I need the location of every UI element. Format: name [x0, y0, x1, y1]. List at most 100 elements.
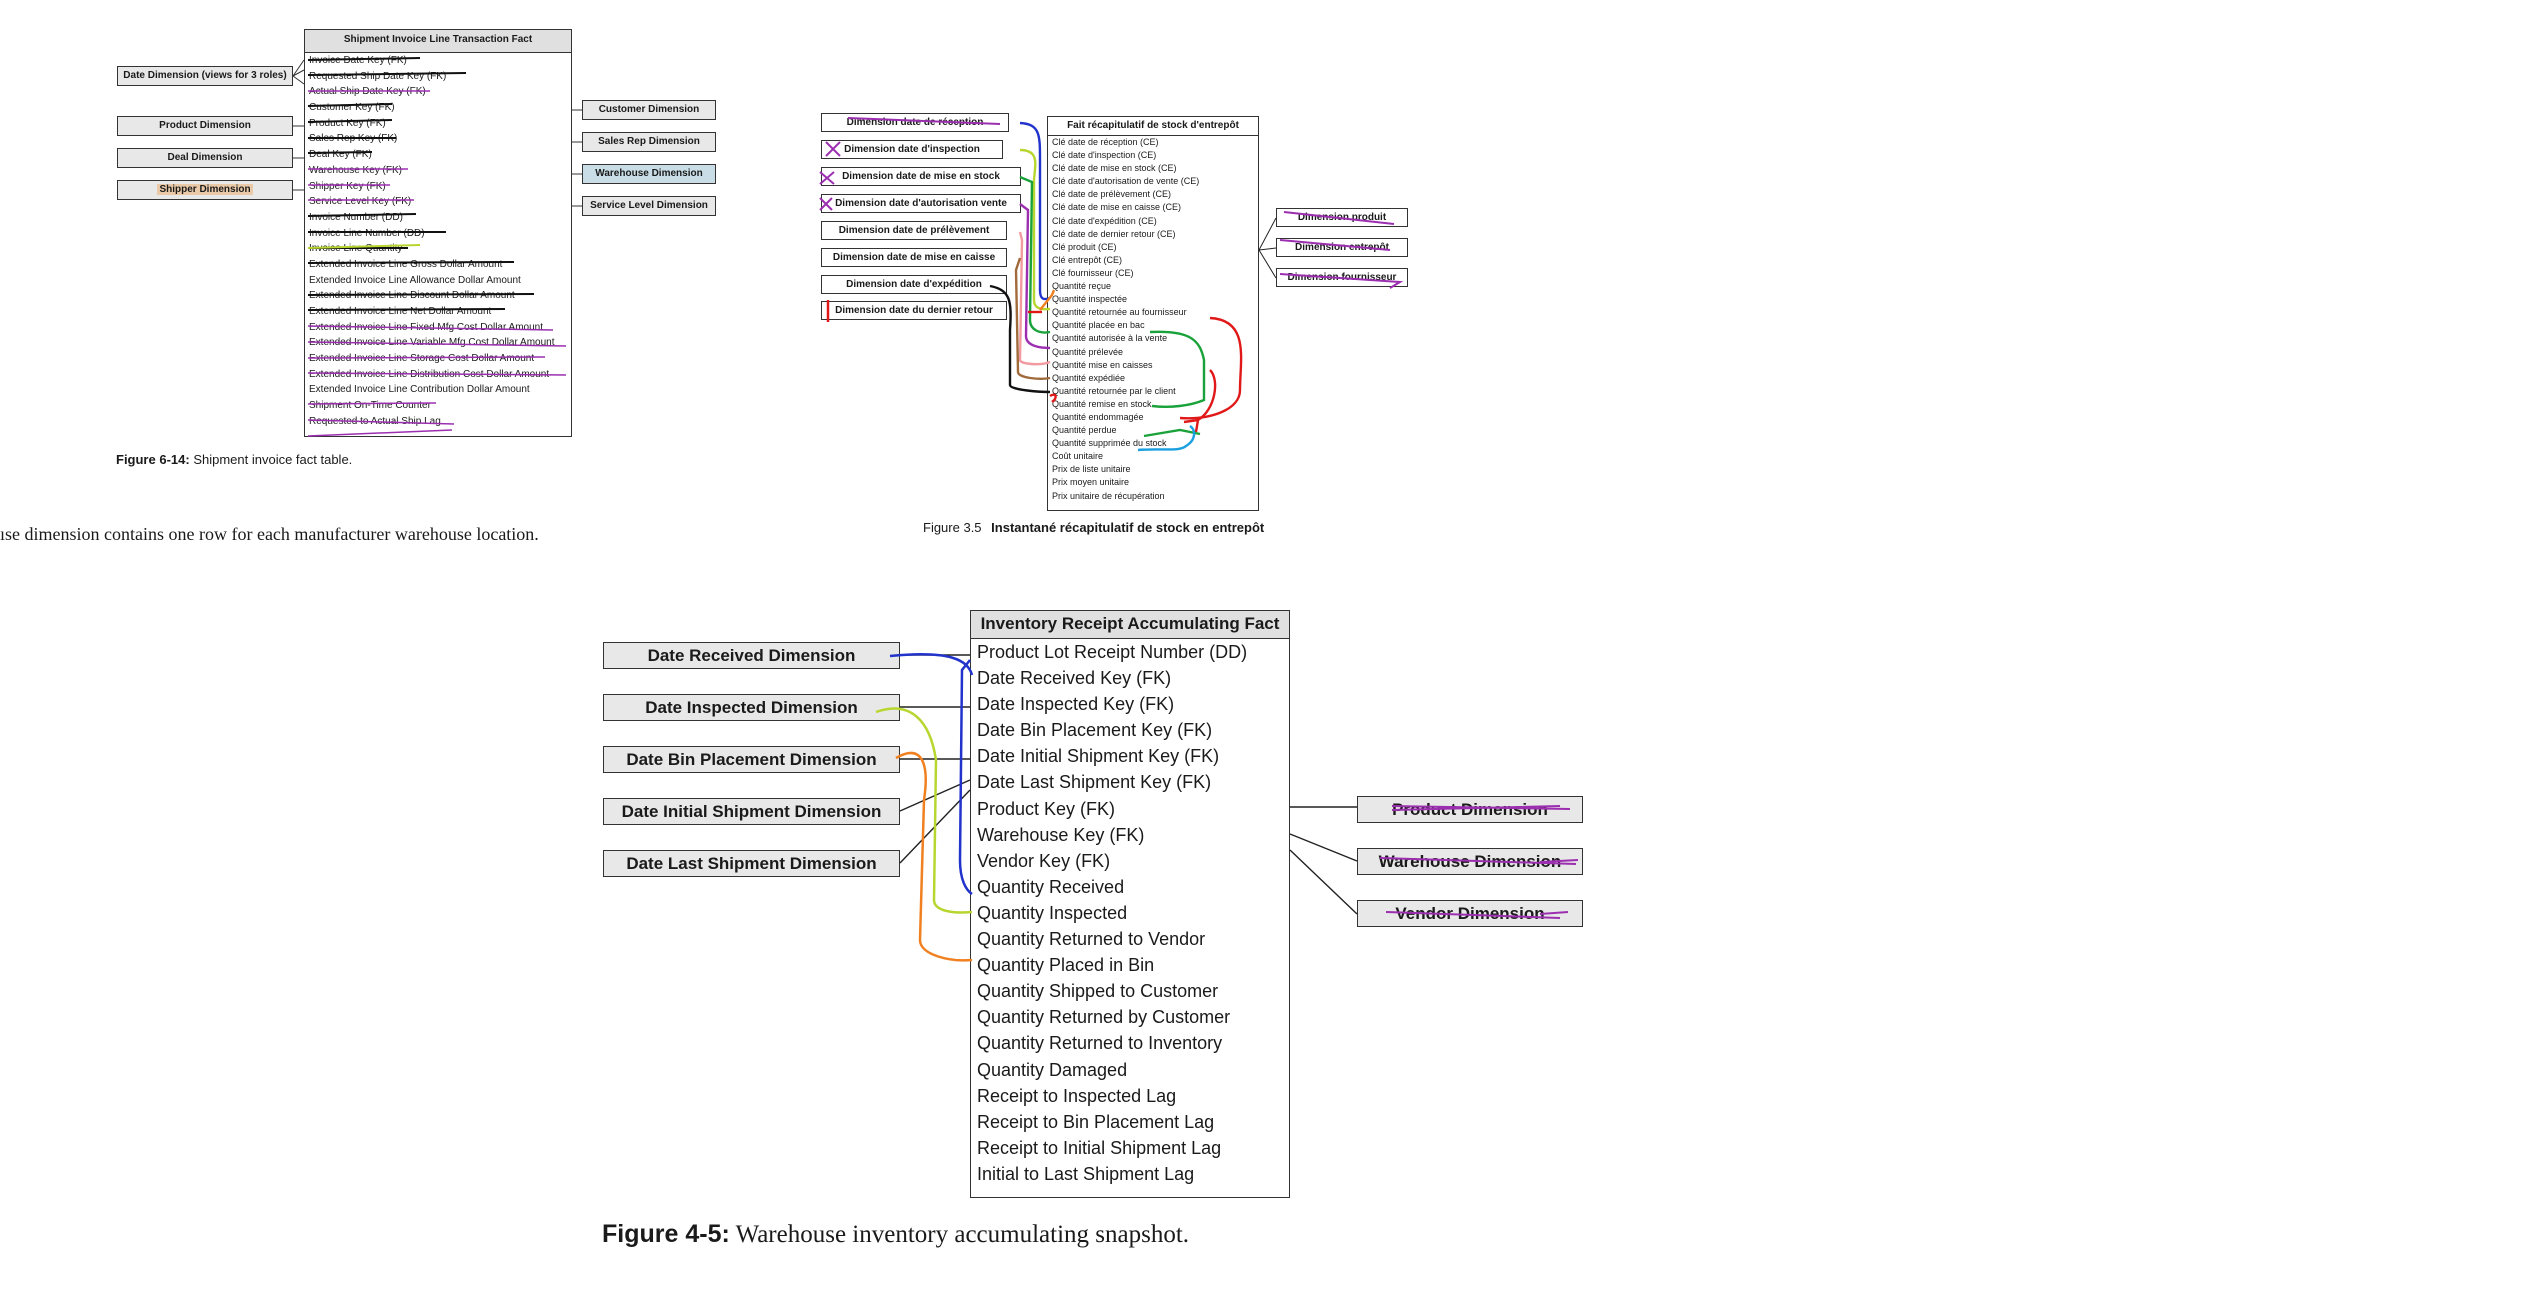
- shipper-dimension-box: Shipper Dimension: [117, 180, 293, 200]
- fait-field-row: Quantité supprimée du stock: [1052, 438, 1167, 449]
- fait-field-row: Clé date de dernier retour (CE): [1052, 228, 1176, 239]
- dimension-produit-box: Dimension produit: [1276, 208, 1408, 227]
- fact-field-row: Receipt to Initial Shipment Lag: [977, 1137, 1222, 1158]
- date-dimension-box: Dimension date du dernier retour: [821, 301, 1007, 320]
- fait-field-row: Quantité inspectée: [1052, 294, 1128, 305]
- customer-dimension-box: Customer Dimension: [582, 100, 716, 120]
- fact-field-row: Date Inspected Key (FK): [977, 694, 1175, 715]
- fait-field-row: Quantité placée en bac: [1052, 320, 1145, 331]
- deal-dimension-box: Deal Dimension: [117, 148, 293, 168]
- fact-field-row: Extended Invoice Line Contribution Dolla…: [309, 384, 530, 396]
- warehouse-link-line: [1289, 833, 1358, 862]
- body-text: ıse dimension contains one row for each …: [0, 524, 539, 544]
- fact-field-row: Sales Rep Key (FK): [309, 133, 398, 145]
- fait-field-row: Prix unitaire de récupération: [1052, 490, 1165, 501]
- figure-3-5-caption: Figure 3.5 Instantané récapitulatif de s…: [923, 520, 1264, 535]
- fact-field-row: Extended Invoice Line Fixed Mfg Cost Dol…: [309, 321, 544, 333]
- fait-rows: Clé date de réception (CE) Clé date d'ins…: [1048, 136, 1258, 503]
- fact-field-row: Invoice Line Quantity: [309, 243, 403, 255]
- initialshipment-link-line: [899, 779, 971, 812]
- inventory-receipt-fact-table: Inventory Receipt Accumulating Fact Prod…: [970, 610, 1290, 1198]
- fact-field-row: Invoice Number (DD): [309, 211, 403, 223]
- fact-field-row: Receipt to Inspected Lag: [977, 1085, 1177, 1106]
- fait-field-row: Prix moyen unitaire: [1052, 477, 1130, 488]
- right-fork-lines: [1258, 217, 1277, 279]
- caption-label: Figure 3.5: [923, 520, 982, 535]
- fact-field-row: Quantity Shipped to Customer: [977, 981, 1219, 1002]
- fact-field-row: Product Key (FK): [309, 117, 386, 129]
- service-level-dimension-box: Service Level Dimension: [582, 196, 716, 216]
- fait-field-row: Quantité endommagée: [1052, 411, 1144, 422]
- fact-field-row: Warehouse Key (FK): [309, 164, 402, 176]
- dimension-fournisseur-box: Dimension fournisseur: [1276, 268, 1408, 287]
- date-dimension-box: Dimension date de mise en caisse: [821, 248, 1007, 267]
- shipment-invoice-fact-table: Shipment Invoice Line Transaction Fact I…: [304, 29, 572, 437]
- fact-field-row: Actual Ship Date Key (FK): [309, 86, 426, 98]
- fact-field-row: Requested Ship Date Key (FK): [309, 70, 447, 82]
- vendor-dimension-box: Vendor Dimension: [1357, 900, 1583, 927]
- fact-field-row: Requested to Actual Ship Lag: [309, 415, 441, 427]
- fact-field-row: Receipt to Bin Placement Lag: [977, 1111, 1215, 1132]
- fait-field-row: Clé date d'expédition (CE): [1052, 215, 1157, 226]
- fact-field-row: Date Initial Shipment Key (FK): [977, 746, 1220, 767]
- fact-table-rows: Invoice Date Key (FK) Requested Ship Date…: [305, 53, 571, 430]
- fait-field-row: Quantité expédiée: [1052, 372, 1126, 383]
- fact-field-row: Quantity Damaged: [977, 1059, 1128, 1080]
- fait-field-row: Clé date d'inspection (CE): [1052, 150, 1157, 161]
- date-dimension-box: Date Dimension (views for 3 roles): [117, 66, 293, 86]
- fact-field-row: Extended Invoice Line Distribution Cost …: [309, 368, 550, 380]
- fact-field-row: Date Bin Placement Key (FK): [977, 720, 1213, 741]
- fact-table-title: Shipment Invoice Line Transaction Fact: [305, 30, 571, 53]
- fact-field-row: Date Last Shipment Key (FK): [977, 772, 1212, 793]
- fact-field-row: Extended Invoice Line Discount Dollar Am…: [309, 290, 515, 302]
- fact-field-row: Product Key (FK): [977, 798, 1116, 819]
- fact-field-row: Shipper Key (FK): [309, 180, 386, 192]
- fait-field-row: Quantité prélevée: [1052, 346, 1124, 357]
- fact-field-row: Extended Invoice Line Net Dollar Amount: [309, 306, 492, 317]
- fait-field-row: Quantité retournée par le client: [1052, 385, 1176, 396]
- fact-field-row: Vendor Key (FK): [977, 850, 1111, 871]
- fait-field-row: Clé date de mise en stock (CE): [1052, 163, 1177, 174]
- fact-field-row: Invoice Date Key (FK): [309, 55, 407, 66]
- fact-field-row: Quantity Received: [977, 876, 1125, 897]
- fait-field-row: Quantité autorisée à la vente: [1052, 333, 1168, 344]
- fact-field-row: Extended Invoice Line Allowance Dollar A…: [309, 274, 521, 286]
- fact-field-row: Date Received Key (FK): [977, 668, 1172, 689]
- vendor-link-line: [1289, 849, 1358, 915]
- fait-field-row: Clé date de prélèvement (CE): [1052, 189, 1172, 200]
- sales-rep-dimension-box: Sales Rep Dimension: [582, 132, 716, 152]
- fait-field-row: Clé entrepôt (CE): [1052, 254, 1123, 265]
- date-dimension-box: Date Last Shipment Dimension: [603, 850, 900, 877]
- fact-field-row: Warehouse Key (FK): [977, 824, 1145, 845]
- fait-field-row: Coût unitaire: [1052, 451, 1104, 462]
- fact-field-row: Extended Invoice Line Storage Cost Dolla…: [309, 353, 535, 365]
- fact-field-row: Quantity Placed in Bin: [977, 955, 1155, 976]
- caption-text: Instantané récapitulatif de stock en ent…: [991, 520, 1265, 535]
- fact-field-row: Quantity Returned to Inventory: [977, 1033, 1223, 1054]
- fact-field-row: Quantity Returned to Vendor: [977, 929, 1206, 950]
- caption-text: Shipment invoice fact table.: [193, 452, 353, 467]
- date-dimension-box: Date Initial Shipment Dimension: [603, 798, 900, 825]
- date-dimension-box: Date Bin Placement Dimension: [603, 746, 900, 773]
- fact-field-row: Quantity Inspected: [977, 902, 1128, 923]
- date-dimension-box: Date Received Dimension: [603, 642, 900, 669]
- fait-field-row: Clé date d'autorisation de vente (CE): [1052, 176, 1200, 187]
- fact-field-row: Quantity Returned by Customer: [977, 1007, 1231, 1028]
- fait-field-row: Quantité remise en stock: [1052, 398, 1152, 409]
- caption-label: Figure 4-5:: [602, 1220, 730, 1248]
- date-fork-line: [292, 59, 305, 85]
- caption-text: Warehouse inventory accumulating snapsho…: [735, 1221, 1190, 1248]
- fait-title: Fait récapitulatif de stock d'entrepôt: [1048, 117, 1258, 136]
- fig35-connectors: [1258, 217, 1277, 279]
- date-dimension-box: Dimension date de réception: [821, 113, 1009, 132]
- warehouse-dimension-box: Warehouse Dimension: [1357, 848, 1583, 875]
- fait-field-row: Clé date de réception (CE): [1052, 137, 1159, 147]
- fact-table-rows: Product Lot Receipt Number (DD)Date Rece…: [971, 639, 1289, 1187]
- inventory-snapshot-fact-table: Fait récapitulatif de stock d'entrepôt C…: [1047, 116, 1259, 511]
- fait-field-row: Clé date de mise en caisse (CE): [1052, 202, 1182, 213]
- figure-4-5-caption: Figure 4-5: Warehouse inventory accumula…: [602, 1220, 1189, 1249]
- fact-field-row: Extended Invoice Line Variable Mfg Cost …: [309, 337, 555, 349]
- fact-field-row: Deal Key (FK): [309, 149, 372, 161]
- date-dimension-box: Dimension date de mise en stock: [821, 167, 1021, 186]
- fact-field-row: Service Level Key (FK): [309, 196, 412, 208]
